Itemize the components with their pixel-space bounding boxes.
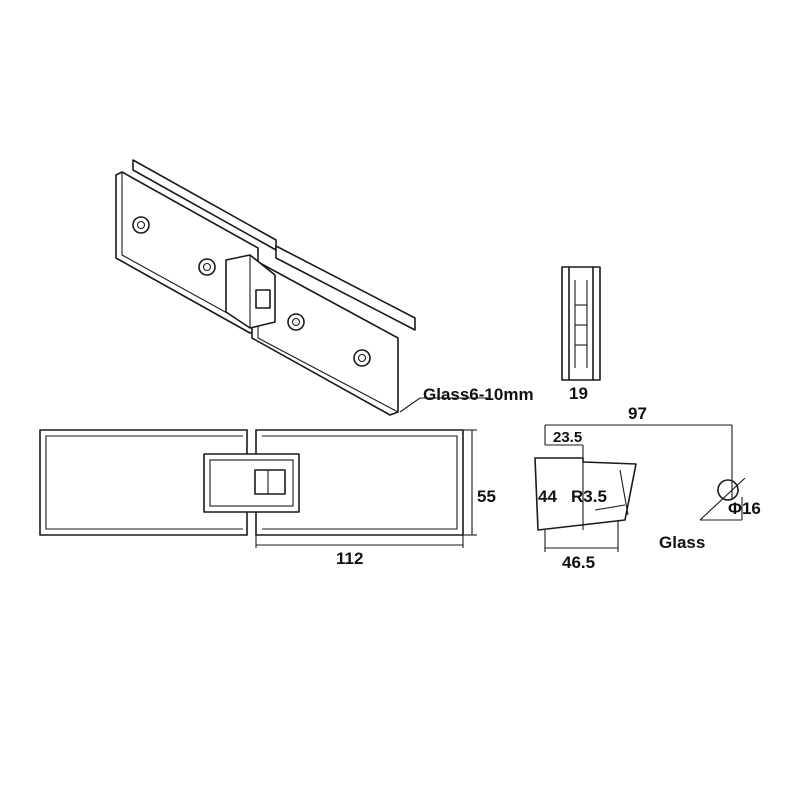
label-radius: R3.5 [571,487,607,506]
iso-screw-holes [132,216,371,367]
label-leaf-height: 44 [538,487,557,506]
label-glass: Glass [659,533,705,552]
front-hinge-slot [254,469,286,495]
side-view-outline [561,266,601,381]
pin-circle [717,479,739,501]
label-pin-diameter: Φ16 [728,499,761,518]
front-left-plate [39,429,248,536]
section-view: 97 23.5 44 R3.5 Φ16 Glass 46.5 [534,404,761,572]
label-depth: 46.5 [562,553,595,572]
side-view: 19 [561,266,601,403]
label-total-length: 97 [628,404,647,423]
label-glass-thickness: Glass6-10mm [423,385,534,404]
iso-back-plate-right [275,245,416,331]
isometric-view: Glass6-10mm [115,159,534,416]
label-offset: 23.5 [553,429,582,446]
label-height: 55 [477,487,496,506]
label-side-width: 19 [569,384,588,403]
iso-hinge-slot [255,289,271,309]
front-view: 55 112 [39,429,496,568]
label-width: 112 [336,549,363,568]
front-right-plate [255,429,464,536]
